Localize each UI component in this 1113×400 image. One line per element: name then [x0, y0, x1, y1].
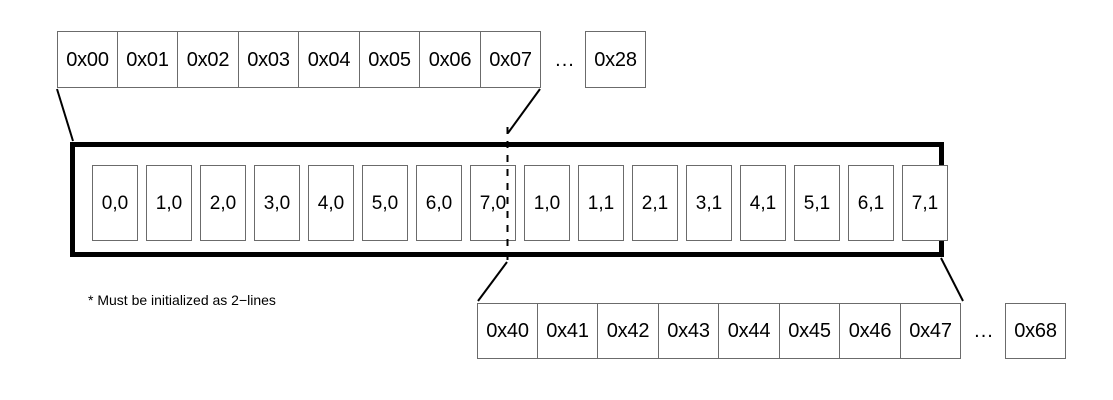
top-strip-ellipsis: ...: [555, 48, 575, 71]
cache-cell-11: 3,1: [686, 165, 732, 241]
cache-cell-10: 2,1: [632, 165, 678, 241]
cache-cell-3: 3,0: [254, 165, 300, 241]
bottom-address-cell-0: 0x40: [477, 303, 538, 359]
bottom-strip-ellipsis: ...: [974, 320, 994, 342]
cache-box: 0,0 1,0 2,0 3,0 4,0 5,0 6,0 7,0 1,0 1,1 …: [70, 142, 948, 257]
top-address-cell-4: 0x04: [299, 31, 360, 88]
leader-bottom-right: [940, 257, 964, 302]
cache-cell-0: 0,0: [92, 165, 138, 241]
bottom-address-cell-6: 0x46: [840, 303, 901, 359]
top-address-cell-6: 0x06: [420, 31, 481, 88]
cache-cell-6: 6,0: [416, 165, 462, 241]
bottom-address-cell-3: 0x43: [659, 303, 719, 359]
leader-bottom-left: [477, 261, 508, 302]
top-address-cell-tail: 0x28: [585, 31, 646, 88]
cache-cell-4: 4,0: [308, 165, 354, 241]
cache-cell-8: 1,0: [524, 165, 570, 241]
leader-top-right: [507, 88, 541, 134]
cache-cell-5: 5,0: [362, 165, 408, 241]
cache-cell-7: 7,0: [470, 165, 516, 241]
top-address-cell-0: 0x00: [57, 31, 118, 88]
bottom-address-cell-1: 0x41: [538, 303, 598, 359]
bottom-address-cell-2: 0x42: [598, 303, 659, 359]
bottom-address-cell-7: 0x47: [901, 303, 961, 359]
cache-cell-15: 7,1: [902, 165, 948, 241]
top-address-cell-7: 0x07: [481, 31, 541, 88]
bottom-address-cell-5: 0x45: [780, 303, 840, 359]
top-address-cell-2: 0x02: [178, 31, 239, 88]
bottom-address-cell-4: 0x44: [719, 303, 780, 359]
cache-cell-2: 2,0: [200, 165, 246, 241]
cache-cell-14: 6,1: [848, 165, 894, 241]
leader-top-left: [56, 88, 74, 142]
top-address-cell-3: 0x03: [239, 31, 299, 88]
bottom-address-cell-tail: 0x68: [1005, 303, 1066, 359]
cache-cell-12: 4,1: [740, 165, 786, 241]
cache-cell-1: 1,0: [146, 165, 192, 241]
cache-cell-9: 1,1: [578, 165, 624, 241]
cache-cell-13: 5,1: [794, 165, 840, 241]
top-address-cell-5: 0x05: [360, 31, 420, 88]
footnote-text: * Must be initialized as 2−lines: [88, 292, 276, 308]
top-address-cell-1: 0x01: [118, 31, 178, 88]
